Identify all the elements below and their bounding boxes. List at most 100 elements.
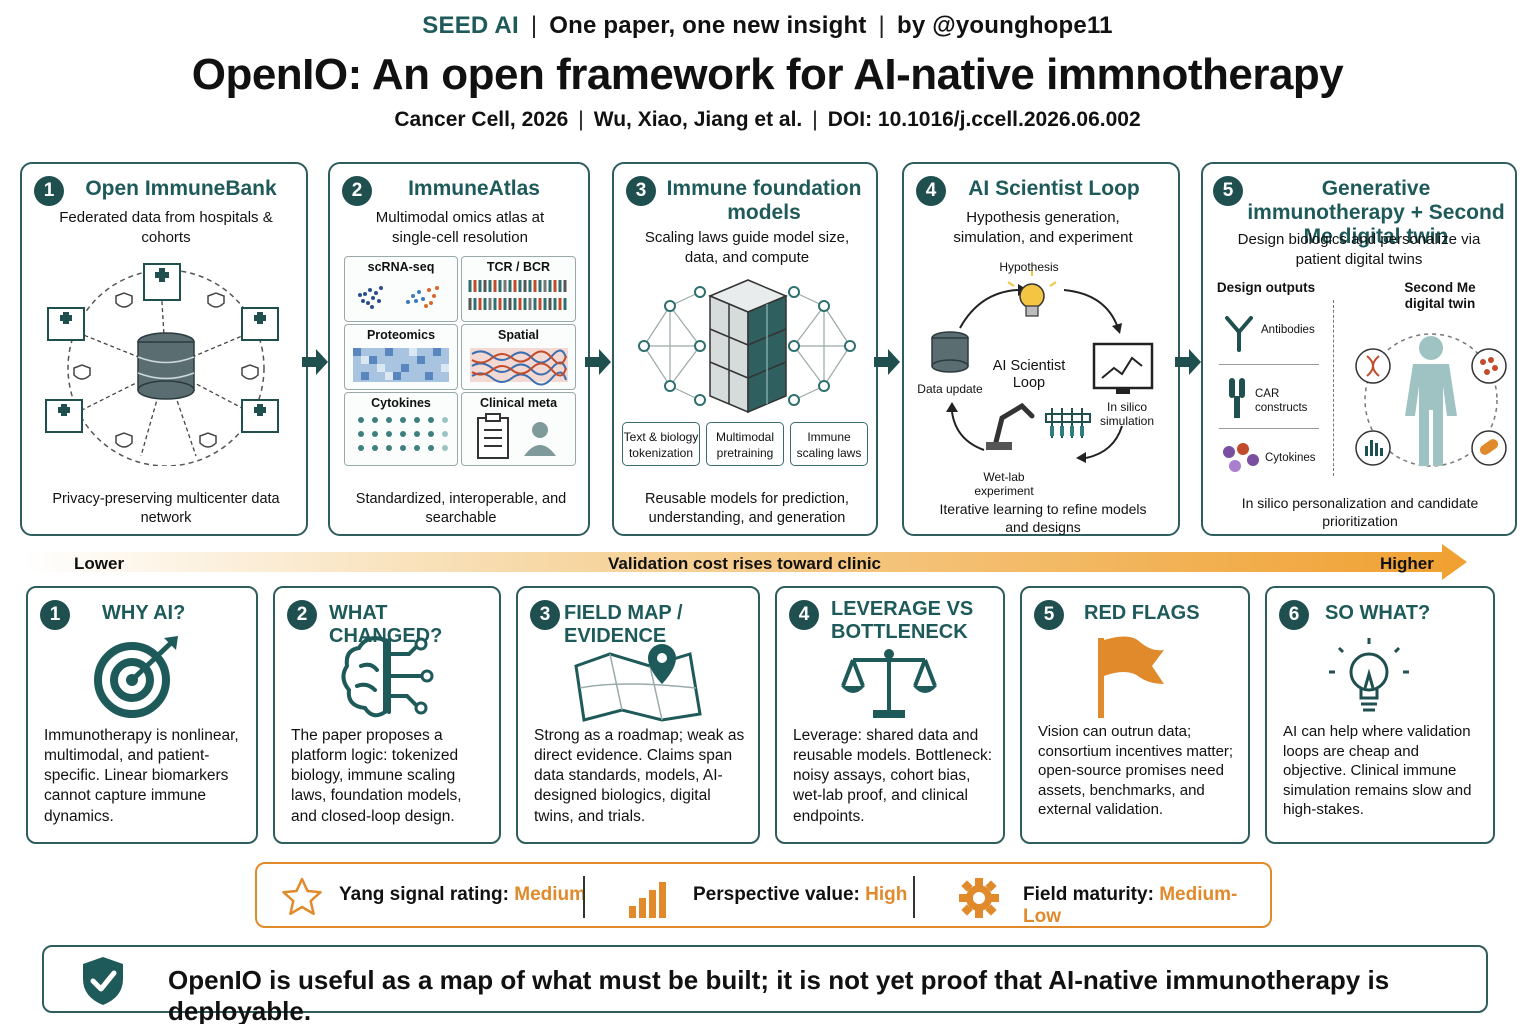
design-outputs-title: Design outputs — [1216, 280, 1316, 295]
conclusion-banner: OpenIO is useful as a map of what must b… — [42, 945, 1488, 1024]
rating-maturity: Field maturity: Medium-Low — [1023, 884, 1270, 928]
scale-high-label: Higher — [1380, 554, 1434, 573]
tagline: One paper, one new insight — [549, 12, 867, 39]
card-why-ai: 1 WHY AI? Immunotherapy is nonlinear, mu… — [26, 586, 258, 844]
panel-title: Generative immunotherapy + Second Me dig… — [1247, 177, 1505, 249]
scale-icon — [841, 649, 937, 718]
digital-twin-person-icon — [1355, 333, 1507, 467]
neural-network-cube-icon — [638, 279, 856, 414]
rating-label: Yang signal rating: — [339, 884, 509, 905]
scaling-laws-box: Immune scaling laws — [790, 422, 868, 466]
loop-diagram-icon — [931, 270, 1154, 463]
card-number: 3 — [530, 600, 560, 630]
pretraining-box: Multimodal pretraining — [706, 422, 784, 466]
arrow-right-icon — [585, 349, 611, 375]
tile-label: TCR / BCR — [486, 260, 551, 274]
card-text: Vision can outrun data; consortium incen… — [1038, 723, 1234, 818]
card-text: AI can help where validation loops are c… — [1283, 723, 1472, 818]
card-number: 6 — [1279, 600, 1309, 630]
card-number: 5 — [1034, 600, 1064, 630]
panel-ai-scientist-loop: 4 AI Scientist Loop Hypothesis generatio… — [902, 162, 1180, 536]
output-cytokines: Cytokines — [1265, 452, 1316, 464]
doi: DOI: 10.1016/j.ccell.2026.06.002 — [827, 108, 1141, 131]
validation-cost-scale: Lower Validation cost rises toward clini… — [22, 544, 1467, 580]
arrow-right-icon — [874, 349, 900, 375]
tile-cytokines: Cytokines — [344, 392, 458, 466]
divider — [583, 876, 585, 918]
card-text: Immunotherapy is nonlinear, multimodal, … — [44, 727, 239, 825]
digital-twin-title: Second Me digital twin — [1404, 280, 1476, 312]
star-icon — [282, 877, 322, 916]
panel-immunebank: 1 Open ImmuneBank Federated data from ho… — [20, 162, 308, 536]
loop-data-update: Data update — [917, 382, 983, 396]
divider — [1333, 300, 1334, 476]
arrow-right-icon — [1175, 349, 1201, 375]
panel-immuneatlas: 2 ImmuneAtlas Multimodal omics atlas at … — [328, 162, 590, 536]
rating-value: Medium-Low — [1023, 884, 1238, 927]
panel-footer: Reusable models for prediction, understa… — [645, 491, 849, 526]
step-number: 3 — [626, 176, 656, 206]
step-number: 1 — [34, 176, 64, 206]
loop-hypothesis: Hypothesis — [999, 260, 1059, 274]
step-number: 4 — [916, 176, 946, 206]
rating-label: Perspective value: — [693, 884, 860, 905]
tile-scrna: scRNA-seq — [344, 256, 458, 322]
conclusion-text: OpenIO is useful as a map of what must b… — [168, 965, 1390, 1024]
card-text: Strong as a roadmap; weak as direct evid… — [534, 727, 745, 825]
panel-subtitle: Federated data from hospitals & cohorts — [59, 209, 273, 246]
rating-bar: Yang signal rating: Medium Perspective v… — [255, 862, 1272, 928]
card-leverage: 4 LEVERAGE VS BOTTLENECK Leverage: share… — [775, 586, 1005, 844]
card-title: SO WHAT? — [1325, 602, 1431, 624]
authors: Wu, Xiao, Jiang et al. — [593, 108, 803, 131]
brain-circuit-icon — [341, 636, 434, 718]
tokenization-box: Text & biology tokenization — [622, 422, 700, 466]
panel-footer: Standardized, interoperable, and searcha… — [355, 491, 567, 526]
scale-low-label: Lower — [74, 554, 125, 573]
heatmap-icon — [353, 348, 449, 382]
output-car-constructs: CAR constructs — [1255, 388, 1308, 414]
byline: by @younghope11 — [896, 12, 1113, 39]
scale-middle-label: Validation cost rises toward clinic — [607, 554, 882, 573]
flag-icon — [1098, 636, 1164, 718]
step-number: 5 — [1213, 176, 1243, 206]
card-title: WHY AI? — [102, 602, 186, 624]
page-title: OpenIO: An open framework for AI-native … — [191, 50, 1344, 99]
map-pin-icon — [574, 644, 702, 722]
clipboard-person-icon — [477, 413, 556, 459]
rating-label: Field maturity: — [1023, 884, 1154, 905]
panel-generative-immunotherapy: 5 Generative immunotherapy + Second Me d… — [1201, 162, 1517, 536]
header: SEED AI|One paper, one new insight|by @y… — [0, 12, 1535, 132]
card-title: WHAT CHANGED? — [329, 602, 443, 647]
card-so-what: 6 SO WHAT? AI can help where validation … — [1265, 586, 1495, 844]
divider — [1219, 428, 1319, 429]
card-text: Leverage: shared data and reusable model… — [793, 727, 993, 825]
tile-label: Proteomics — [366, 328, 436, 342]
shield-check-icon — [83, 957, 123, 1005]
rating-signal: Yang signal rating: Medium — [339, 884, 586, 906]
panel-title: Immune foundation models — [666, 177, 862, 225]
panel-subtitle: Multimodal omics atlas at single-cell re… — [375, 209, 545, 246]
federated-network-icon — [45, 263, 279, 466]
card-number: 2 — [287, 600, 317, 630]
panel-subtitle: Scaling laws guide model size, data, and… — [644, 229, 850, 266]
panel-footer: Privacy-preserving multicenter data netw… — [52, 491, 280, 526]
target-icon — [94, 636, 178, 718]
tile-label: Clinical meta — [479, 396, 558, 410]
card-title: LEVERAGE VS BOTTLENECK — [831, 598, 974, 643]
card-red-flags: 5 RED FLAGS Vision can outrun data; cons… — [1020, 586, 1250, 844]
panel-title: ImmuneAtlas — [408, 177, 540, 200]
card-field-map: 3 FIELD MAP / EVIDENCE Strong as a roadm… — [516, 586, 760, 844]
lightbulb-icon — [1329, 638, 1409, 712]
rating-value: High — [865, 884, 908, 905]
bar-chart-icon — [629, 882, 666, 918]
panel-footer: Iterative learning to refine models and … — [939, 501, 1147, 536]
divider — [1219, 364, 1319, 365]
tile-label: scRNA-seq — [367, 260, 435, 274]
card-number: 4 — [789, 600, 819, 630]
panel-title: AI Scientist Loop — [968, 177, 1140, 200]
output-antibodies: Antibodies — [1261, 324, 1315, 336]
panel-subtitle: Design biologics and personalize via pat… — [1237, 231, 1481, 268]
divider — [913, 876, 915, 918]
loop-wetlab: Wet-lab experiment — [974, 470, 1034, 499]
card-what-changed: 2 WHAT CHANGED? The paper proposes a pla… — [273, 586, 501, 844]
